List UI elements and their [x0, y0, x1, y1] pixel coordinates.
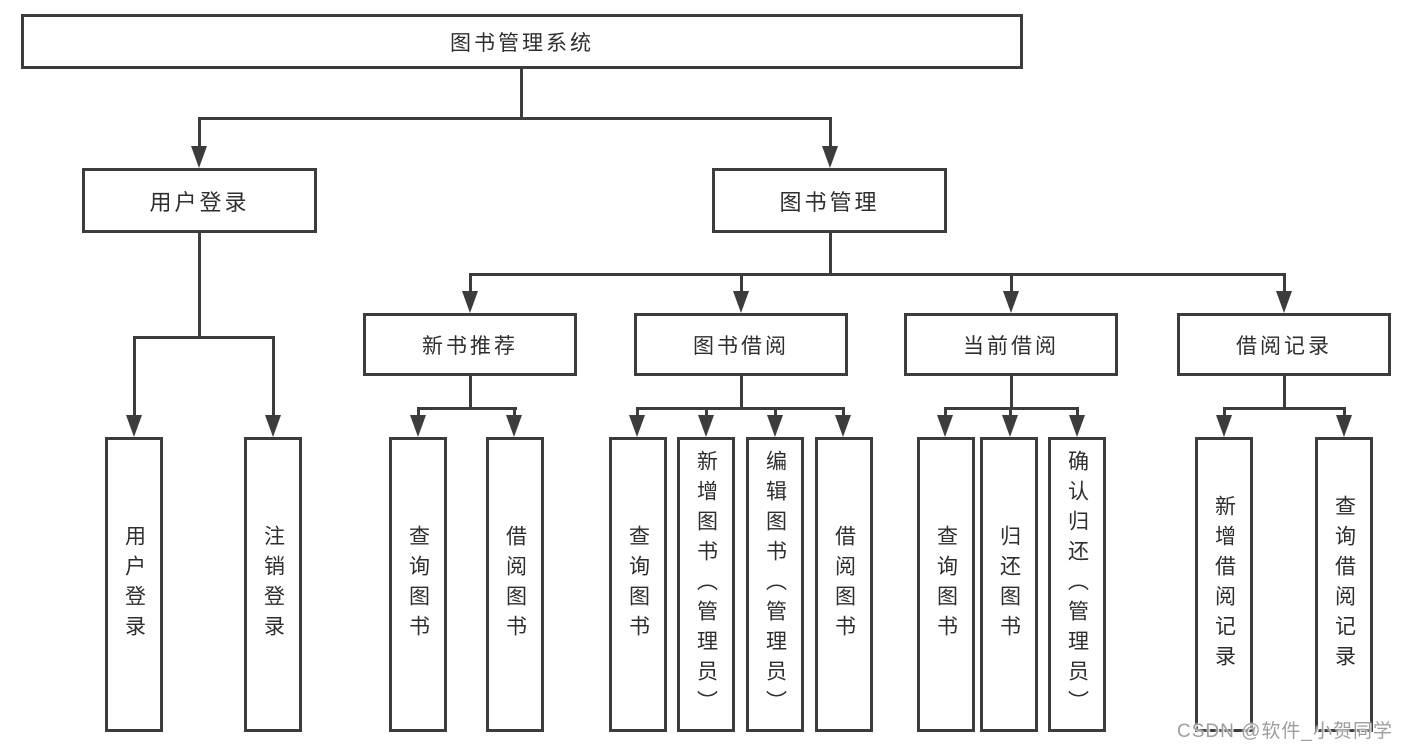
leaf-edit-book-admin: 编辑图书（管理员）: [746, 437, 804, 732]
connector-line: [842, 407, 845, 417]
connector-line: [272, 336, 275, 417]
leaf-borrow-books-recommend: 借阅图书: [486, 437, 544, 732]
node-book-management: 图书管理: [712, 168, 947, 233]
connector-line: [513, 407, 516, 417]
connector-line: [469, 273, 472, 294]
node-label: 图书借阅: [693, 334, 789, 358]
leaf-logout: 注销登录: [244, 437, 302, 732]
leaf-query-books-current: 查询图书: [917, 437, 975, 732]
leaf-label: 查询借阅记录: [1332, 494, 1356, 675]
connector-line: [705, 407, 708, 417]
arrow-down-icon: [1276, 291, 1292, 313]
node-label: 用户登录: [149, 189, 250, 215]
connector-line: [1283, 376, 1286, 409]
leaf-label: 用户登录: [122, 524, 146, 645]
connector-line: [1223, 407, 1226, 417]
leaf-borrow-books-borrow: 借阅图书: [815, 437, 873, 732]
connector-line: [133, 336, 275, 339]
arrow-down-icon: [265, 415, 281, 437]
arrow-down-icon: [1336, 415, 1352, 437]
connector-line: [417, 407, 517, 410]
connector-line: [1009, 407, 1012, 417]
leaf-label: 注销登录: [261, 524, 285, 645]
connector-line: [1076, 407, 1079, 417]
arrow-down-icon: [462, 291, 478, 313]
leaf-label: 查询图书: [406, 524, 430, 645]
node-label: 当前借阅: [963, 334, 1059, 358]
connector-line: [133, 336, 136, 417]
connector-line: [829, 117, 832, 148]
connector-line: [740, 376, 743, 409]
connector-line: [469, 376, 472, 409]
arrow-down-icon: [506, 415, 522, 437]
connector-line: [774, 407, 777, 417]
arrow-down-icon: [835, 415, 851, 437]
connector-line: [829, 233, 832, 275]
connector-line: [740, 273, 743, 294]
arrow-down-icon: [1002, 415, 1018, 437]
node-root-library-system: 图书管理系统: [21, 14, 1023, 69]
connector-line: [1010, 273, 1013, 294]
node-user-login: 用户登录: [82, 168, 317, 233]
leaf-label: 查询图书: [626, 524, 650, 645]
leaf-query-borrow-record: 查询借阅记录: [1315, 437, 1373, 732]
connector-line: [636, 407, 845, 410]
leaf-label: 新增图书（管理员）: [694, 449, 718, 720]
connector-line: [417, 407, 420, 417]
connector-line: [944, 407, 947, 417]
connector-line: [1343, 407, 1346, 417]
arrow-down-icon: [1069, 415, 1085, 437]
leaf-label: 归还图书: [997, 524, 1021, 645]
leaf-user-login: 用户登录: [105, 437, 163, 732]
leaf-label: 新增借阅记录: [1212, 494, 1236, 675]
arrow-down-icon: [767, 415, 783, 437]
connector-line: [1010, 376, 1013, 409]
csdn-watermark: CSDN @软件_小贺同学: [1177, 721, 1393, 742]
arrow-down-icon: [698, 415, 714, 437]
arrow-down-icon: [126, 415, 142, 437]
connector-line: [1283, 273, 1286, 294]
leaf-return-books: 归还图书: [980, 437, 1038, 732]
leaf-label: 借阅图书: [503, 524, 527, 645]
arrow-down-icon: [629, 415, 645, 437]
node-book-borrowing: 图书借阅: [634, 313, 848, 376]
leaf-add-book-admin: 新增图书（管理员）: [677, 437, 735, 732]
leaf-label: 借阅图书: [832, 524, 856, 645]
arrow-down-icon: [1216, 415, 1232, 437]
connector-line: [1223, 407, 1346, 410]
leaf-query-books-recommend: 查询图书: [389, 437, 447, 732]
leaf-query-books-borrow: 查询图书: [609, 437, 667, 732]
node-label: 图书管理: [779, 189, 880, 215]
connector-line: [520, 69, 523, 120]
leaf-confirm-return-admin: 确认归还（管理员）: [1048, 437, 1106, 732]
connector-line: [198, 117, 201, 148]
leaf-add-borrow-record: 新增借阅记录: [1195, 437, 1253, 732]
arrow-down-icon: [822, 146, 838, 168]
connector-line: [469, 273, 1286, 276]
connector-line: [636, 407, 639, 417]
arrow-down-icon: [937, 415, 953, 437]
node-new-book-recommendation: 新书推荐: [363, 313, 577, 376]
connector-line: [198, 117, 832, 120]
leaf-label: 编辑图书（管理员）: [763, 449, 787, 720]
node-borrowing-records: 借阅记录: [1177, 313, 1391, 376]
arrow-down-icon: [410, 415, 426, 437]
arrow-down-icon: [1003, 291, 1019, 313]
node-label: 图书管理系统: [450, 31, 594, 55]
connector-line: [198, 233, 201, 338]
node-label: 借阅记录: [1236, 334, 1332, 358]
arrow-down-icon: [733, 291, 749, 313]
leaf-label: 确认归还（管理员）: [1065, 449, 1089, 720]
node-label: 新书推荐: [422, 334, 518, 358]
node-current-borrowing: 当前借阅: [904, 313, 1118, 376]
arrow-down-icon: [191, 146, 207, 168]
leaf-label: 查询图书: [934, 524, 958, 645]
